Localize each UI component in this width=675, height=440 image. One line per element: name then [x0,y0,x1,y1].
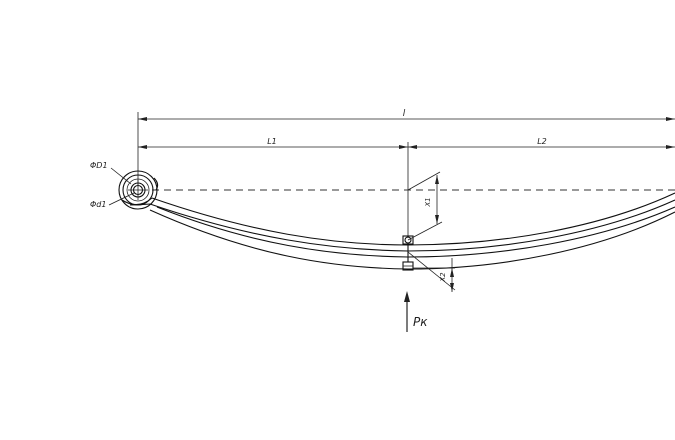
eye-outer-diameter-label: ΦD1 [90,161,108,170]
eye-inner-diameter-label: Φd1 [90,200,106,209]
overall-length-label: l [403,109,406,119]
spring-leaves [121,192,675,270]
eye-diameter-callouts: ΦD1 Φd1 [90,161,135,209]
spring-eye [118,170,159,210]
right-length-label: L2 [537,137,547,146]
overall-length-dimension: l [137,109,675,185]
load-label: Pк [413,315,428,329]
left-length-label: L1 [267,137,277,146]
upper-deflection-dimension: X1 [407,171,443,241]
load-arrow: Pк [404,291,428,332]
upper-deflection-label: X1 [424,197,432,207]
lower-deflection-dimension: X2 [407,251,456,292]
half-length-dimensions: L1 L2 [138,137,675,238]
lower-deflection-label: X2 [439,272,447,283]
center-bolt [402,235,414,271]
